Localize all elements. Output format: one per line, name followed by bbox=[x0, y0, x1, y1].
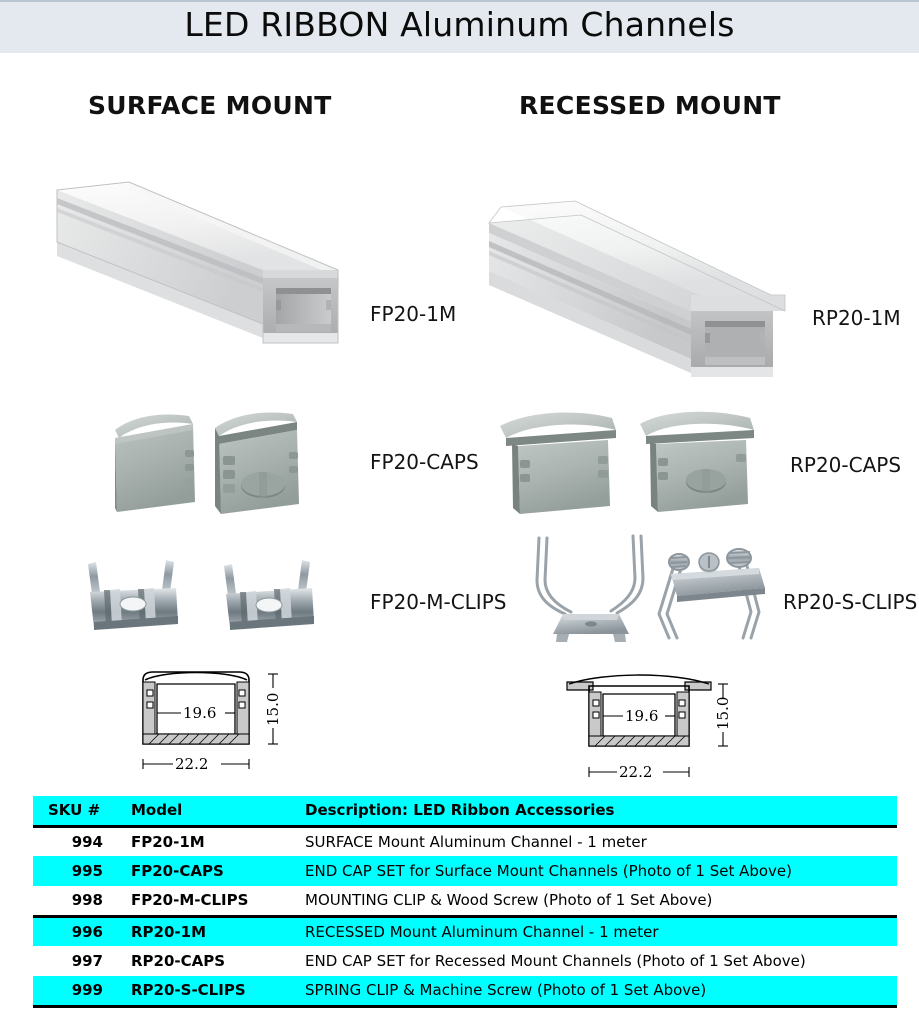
drawing-recessed-cross-section: 19.6 22.2 15.0 bbox=[565, 668, 780, 793]
product-label-rp20-s-clips: RP20-S-CLIPS bbox=[783, 590, 918, 614]
product-label-rp20-caps: RP20-CAPS bbox=[790, 453, 902, 477]
dim-outer-width-surface: 22.2 bbox=[175, 755, 208, 773]
table-row[interactable]: 994 FP20-1M SURFACE Mount Aluminum Chann… bbox=[33, 826, 897, 856]
table-row[interactable]: 997 RP20-CAPS END CAP SET for Recessed M… bbox=[33, 946, 897, 976]
photo-surface-end-caps bbox=[115, 408, 355, 528]
table-row[interactable]: 999 RP20-S-CLIPS SPRING CLIP & Machine S… bbox=[33, 976, 897, 1008]
cell-model: RP20-S-CLIPS bbox=[115, 976, 295, 1008]
cell-model: RP20-1M bbox=[131, 922, 207, 941]
title-banner: LED RIBBON Aluminum Channels bbox=[0, 0, 919, 53]
table-header: SKU # Model Description: LED Ribbon Acce… bbox=[33, 796, 897, 828]
photo-spring-clips bbox=[525, 528, 785, 648]
table-row[interactable]: 995 FP20-CAPS END CAP SET for Surface Mo… bbox=[33, 856, 897, 886]
cell-description: RECESSED Mount Aluminum Channel - 1 mete… bbox=[305, 922, 659, 941]
cell-model: FP20-1M bbox=[131, 832, 205, 851]
dim-inner-width-surface: 19.6 bbox=[183, 704, 216, 722]
page-title: LED RIBBON Aluminum Channels bbox=[184, 5, 735, 44]
cell-sku: 997 bbox=[71, 952, 103, 970]
dim-inner-width-recessed: 19.6 bbox=[625, 707, 658, 725]
cell-description: END CAP SET for Surface Mount Channels (… bbox=[305, 862, 793, 880]
cell-model: FP20-M-CLIPS bbox=[115, 886, 295, 918]
cell-model: RP20-CAPS bbox=[131, 952, 226, 970]
table-header-row: SKU # Model Description: LED Ribbon Acce… bbox=[33, 796, 897, 828]
sku-table: SKU # Model Description: LED Ribbon Acce… bbox=[33, 796, 897, 1008]
cell-sku: 995 bbox=[71, 862, 103, 880]
photo-recessed-end-caps bbox=[500, 408, 770, 526]
dim-height-surface: 15.0 bbox=[264, 693, 282, 726]
photo-surface-channel bbox=[45, 138, 355, 373]
cell-sku: 996 bbox=[71, 922, 103, 941]
product-label-rp20-1m: RP20-1M bbox=[812, 306, 901, 330]
column-header-model: Model bbox=[115, 796, 295, 828]
product-label-fp20-m-clips: FP20-M-CLIPS bbox=[370, 590, 507, 614]
dim-height-recessed: 15.0 bbox=[714, 697, 732, 730]
column-header-description: Description: LED Ribbon Accessories bbox=[295, 796, 897, 828]
dim-outer-width-recessed: 22.2 bbox=[619, 763, 652, 781]
product-label-fp20-caps: FP20-CAPS bbox=[370, 450, 479, 474]
cell-sku: 994 bbox=[71, 832, 103, 851]
section-heading-recessed-mount: RECESSED MOUNT bbox=[519, 91, 781, 120]
photo-mounting-clips bbox=[80, 552, 335, 647]
cell-sku: 998 bbox=[33, 886, 115, 918]
product-label-fp20-1m: FP20-1M bbox=[370, 302, 457, 326]
table-row[interactable]: 996 RP20-1M RECESSED Mount Aluminum Chan… bbox=[33, 916, 897, 946]
cell-model: FP20-CAPS bbox=[131, 862, 224, 880]
drawing-surface-cross-section: 19.6 22.2 15.0 bbox=[135, 668, 330, 790]
cell-description: SURFACE Mount Aluminum Channel - 1 meter bbox=[305, 832, 647, 851]
cell-description: MOUNTING CLIP & Wood Screw (Photo of 1 S… bbox=[295, 886, 897, 918]
table-body: 994 FP20-1M SURFACE Mount Aluminum Chann… bbox=[33, 826, 897, 1008]
cell-description: SPRING CLIP & Machine Screw (Photo of 1 … bbox=[295, 976, 897, 1008]
photo-recessed-channel bbox=[485, 145, 805, 405]
section-heading-surface-mount: SURFACE MOUNT bbox=[88, 91, 332, 120]
cell-sku: 999 bbox=[33, 976, 115, 1008]
cell-description: END CAP SET for Recessed Mount Channels … bbox=[305, 952, 806, 970]
table-row[interactable]: 998 FP20-M-CLIPS MOUNTING CLIP & Wood Sc… bbox=[33, 886, 897, 918]
column-header-sku: SKU # bbox=[33, 796, 115, 828]
